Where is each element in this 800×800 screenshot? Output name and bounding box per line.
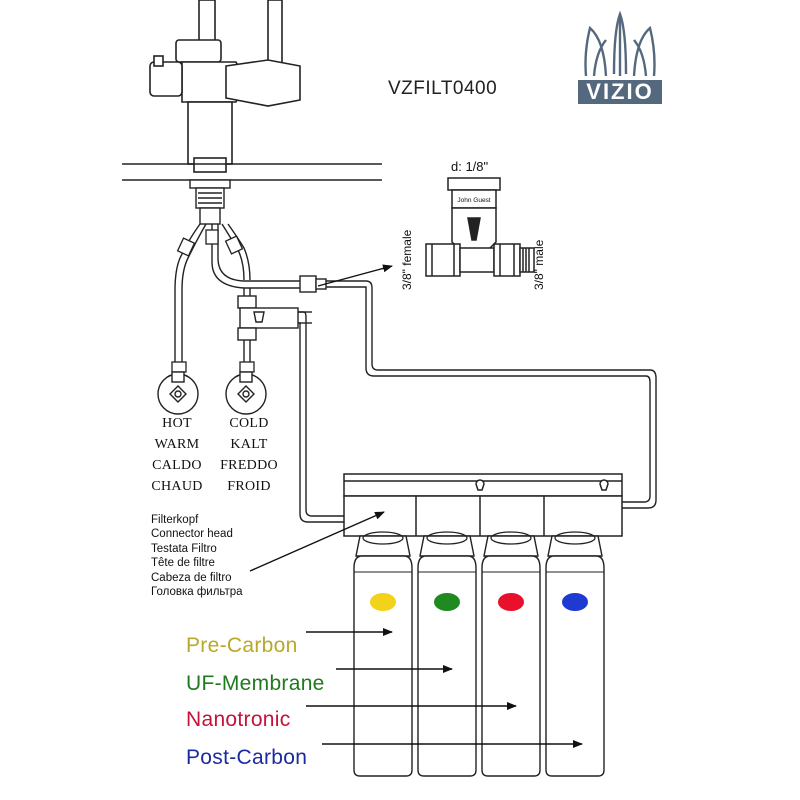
cartridge-color-dot <box>370 593 396 611</box>
cartridge-4 <box>545 531 605 777</box>
adapter-arrow <box>317 264 393 287</box>
cartridge-3 <box>481 531 541 777</box>
cartridge-ring <box>490 531 532 545</box>
cartridge-color-dot <box>498 593 524 611</box>
cartridge-cap <box>419 535 475 557</box>
stage-label-uf-membrane: UF-Membrane <box>186 672 325 695</box>
vizio-logo-emblem <box>584 10 656 77</box>
filter-bracket <box>343 473 623 537</box>
cold-label-0: COLD <box>229 416 269 431</box>
hot-valve <box>157 371 199 415</box>
filter-cartridges <box>353 531 605 777</box>
adapter-brand-label: John Guest <box>457 197 490 204</box>
hot-label-2: CALDO <box>152 458 202 473</box>
john-guest-adapter: John Guest <box>425 177 535 277</box>
female-thread-label: 3/8" female <box>400 229 414 290</box>
countertop <box>122 163 382 181</box>
filter-head-label-it: Testata Filtro <box>151 542 217 555</box>
stage-label-post-carbon: Post-Carbon <box>186 746 308 769</box>
cold-label-1: KALT <box>230 437 268 452</box>
cartridge-cap <box>483 535 539 557</box>
cartridge-body <box>481 555 541 777</box>
faucet <box>149 0 301 173</box>
feed-tubing <box>298 311 346 523</box>
cold-label-3: FROID <box>227 479 271 494</box>
cartridge-cap <box>547 535 603 557</box>
hot-valve-labels: HOT WARM CALDO CHAUD <box>146 413 208 497</box>
cartridge-color-dot <box>562 593 588 611</box>
mounting-shank <box>189 179 231 225</box>
vizio-logo-wordmark: VIZIO <box>578 80 662 104</box>
stage-label-nanotronic: Nanotronic <box>186 708 291 731</box>
filter-head-label-fr: Tête de filtre <box>151 557 215 570</box>
filter-head-label-ru: Головка фильтра <box>151 586 243 599</box>
hose-nuts <box>171 229 255 373</box>
male-thread-label: 3/8" male <box>532 239 546 290</box>
cartridge-2 <box>417 531 477 777</box>
outlet-connector <box>299 275 360 293</box>
filter-head-label-en: Connector head <box>151 528 233 541</box>
model-number: VZFILT0400 <box>388 78 498 99</box>
return-tubing <box>360 280 657 509</box>
cartridge-cap <box>355 535 411 557</box>
arrows <box>249 264 583 748</box>
filter-head-label-es: Cabeza de filtro <box>151 571 232 584</box>
diverter-tee <box>237 295 312 341</box>
stage-label-pre-carbon: Pre-Carbon <box>186 634 298 657</box>
cartridge-color-dot <box>434 593 460 611</box>
cold-valve <box>225 371 267 415</box>
cartridge-ring <box>426 531 468 545</box>
filter-head-labels: Filterkopf Connector head Testata Filtro… <box>151 513 243 599</box>
cartridge-ring <box>554 531 596 545</box>
filter-head-label-de: Filterkopf <box>151 514 199 526</box>
filter-head-arrow <box>249 511 385 572</box>
hot-label-3: CHAUD <box>151 479 203 494</box>
hot-label-0: HOT <box>162 416 192 431</box>
cold-valve-labels: COLD KALT FREDDO FROID <box>214 413 284 497</box>
cartridge-body <box>545 555 605 777</box>
cartridge-body <box>417 555 477 777</box>
cartridge-1 <box>353 531 413 777</box>
hot-label-1: WARM <box>154 437 200 452</box>
cold-label-2: FREDDO <box>220 458 278 473</box>
cartridge-body <box>353 555 413 777</box>
adapter-diameter-label: d: 1/8" <box>451 159 489 174</box>
cartridge-ring <box>362 531 404 545</box>
